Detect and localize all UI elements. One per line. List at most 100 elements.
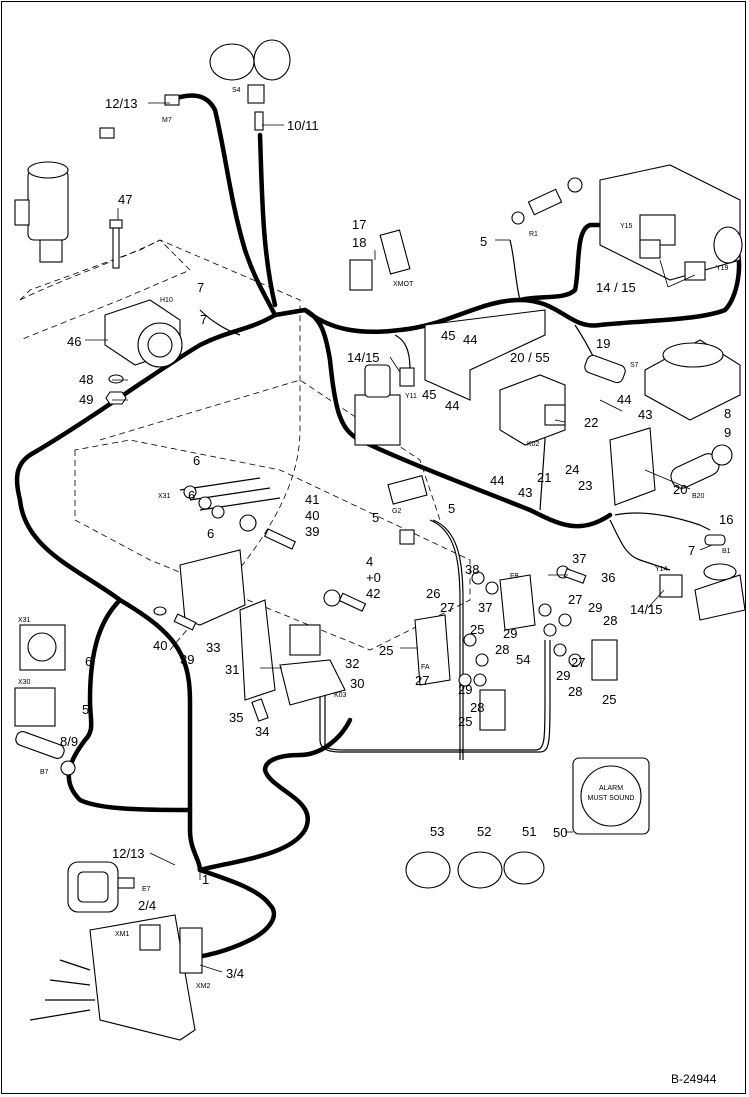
label-5-relay: 5 [448, 501, 455, 516]
label-21: 21 [537, 470, 551, 485]
label-27-a: 27 [440, 600, 454, 615]
label-22: 22 [584, 415, 598, 430]
designator-x31: X31 [18, 617, 31, 624]
valve-y15-y19 [599, 164, 743, 281]
label-44-lower: 44 [490, 473, 504, 488]
label-12-13-top: 12/13 [105, 96, 138, 111]
label-32: 32 [345, 656, 359, 671]
label-14-15-y11: 14/15 [347, 350, 380, 365]
label-18: 18 [352, 235, 366, 250]
label-28-b: 28 [495, 642, 509, 657]
label-14-15-y14: 14/15 [630, 602, 663, 617]
label-31: 31 [225, 662, 239, 677]
label-5-r1: 5 [480, 234, 487, 249]
label-44-mid: 44 [445, 398, 459, 413]
wire-k03-loop [319, 640, 551, 753]
label-50: 50 [553, 825, 567, 840]
work-light [67, 861, 135, 913]
label-27-d: 27 [415, 673, 429, 688]
label-29-c: 29 [458, 682, 472, 697]
designator-fa: FA [421, 664, 430, 671]
designator-xmot: XMOT [393, 281, 414, 288]
label-19: 19 [596, 336, 610, 351]
label-25-mid: 25 [470, 622, 484, 637]
designator-r1: R1 [529, 231, 538, 238]
designator-s7: S7 [630, 362, 639, 369]
washer-40b [153, 606, 167, 616]
label-54: 54 [516, 652, 530, 667]
label-12-13-bottom: 12/13 [112, 846, 145, 861]
part-labels: 12/13 10/11 47 17 18 5 14 / 15 7 7 46 48… [60, 96, 733, 981]
designator-k02: K02 [527, 441, 540, 448]
label-24: 24 [565, 462, 579, 477]
fastener-group-right [458, 565, 587, 687]
label-38: 38 [465, 562, 479, 577]
label-6-x31: 6 [85, 654, 92, 669]
label-49: 49 [79, 392, 93, 407]
label-53: 53 [430, 824, 444, 839]
wire-h10 [199, 309, 241, 336]
screw-34 [251, 698, 269, 722]
wire-r1 [509, 239, 521, 301]
bolt-39b [173, 613, 197, 631]
label-35: 35 [229, 710, 243, 725]
harness-s4-branch [257, 132, 278, 308]
designator-xm1: XM1 [115, 931, 130, 938]
designator-g2: G2 [392, 508, 401, 515]
label-27-b: 27 [568, 592, 582, 607]
decal-line1: ALARM [599, 785, 623, 792]
sensor-b1 [704, 534, 726, 546]
sensor-b7 [15, 731, 76, 776]
sensor-housing [644, 339, 741, 421]
label-7-lower: 7 [200, 312, 207, 327]
harness-right-upper [302, 232, 742, 335]
designator-y14: Y14 [655, 566, 668, 573]
label-28-d: 28 [568, 684, 582, 699]
fuse-block-fa [414, 614, 451, 686]
label-48: 48 [79, 372, 93, 387]
switch-s7 [584, 354, 626, 384]
label-8-9-b7: 8/9 [60, 734, 78, 749]
label-5-x30: 5 [82, 702, 89, 717]
fuse-25-left [479, 689, 506, 731]
designator-b7: B7 [40, 769, 49, 776]
label-29-b: 29 [503, 626, 517, 641]
designator-h10: H10 [160, 297, 173, 304]
label-16: 16 [719, 512, 733, 527]
cable-ties [405, 851, 545, 889]
label-40-upper: 40 [305, 508, 319, 523]
label-10-11: 10/11 [287, 118, 319, 133]
lamp-s4 [209, 39, 291, 131]
label-20-cover: 20 [673, 482, 687, 497]
ground-straps-6 [179, 477, 281, 519]
decal-line2: MUST SOUND [588, 795, 635, 802]
sensor-b20 [670, 444, 733, 489]
label-8: 8 [724, 406, 731, 421]
mount-plate-upper [19, 239, 191, 341]
designator-e7: E7 [142, 886, 151, 893]
label-28-a: 28 [603, 613, 617, 628]
component-designators: S4 M7 H10 XMOT R1 Y15 Y19 Y11 S7 K02 B20… [18, 87, 731, 990]
label-44-right: 44 [617, 392, 631, 407]
frame-outline-upper [19, 239, 301, 651]
label-17: 17 [352, 217, 366, 232]
harness-top-right [517, 222, 643, 303]
label-43-lower: 43 [518, 485, 532, 500]
bracket-31 [239, 599, 276, 701]
label-39-upper: 39 [305, 524, 319, 539]
designator-k03: K03 [334, 692, 347, 699]
label-33: 33 [206, 640, 220, 655]
label-36: 36 [601, 570, 615, 585]
wire-fuse-a-2 [432, 519, 464, 760]
washer-48 [108, 374, 124, 384]
connector-panel [29, 914, 203, 1041]
label-47: 47 [118, 192, 132, 207]
switch-x31 [19, 624, 66, 671]
connector-xmot [349, 229, 411, 291]
label-1: 1 [202, 872, 209, 887]
wire-k03-loop-2 [324, 640, 546, 751]
motor-m7 [14, 94, 180, 263]
bolt-39-40-41 [239, 514, 297, 550]
relay-k03 [279, 624, 346, 706]
wire-y11 [394, 334, 411, 371]
